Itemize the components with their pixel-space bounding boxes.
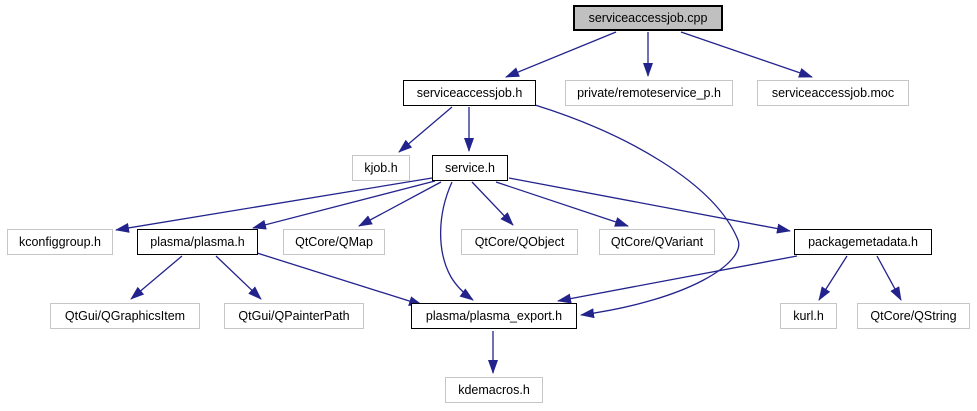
edge-serviceaccessjob-h-to-kjob-h (398, 106, 453, 153)
node-qtgui-qpainterpath: QtGui/QPainterPath (224, 303, 364, 329)
edge-packagemetadata-h-to-qtcore-qstring (876, 255, 902, 301)
node-plasma-plasma-h[interactable]: plasma/plasma.h (137, 229, 258, 255)
node-qtcore-qvariant: QtCore/QVariant (599, 229, 715, 255)
node-service-h[interactable]: service.h (432, 155, 508, 181)
edge-plasma-plasma-h-to-qtgui-qgraphicsitem (130, 255, 183, 300)
node-qtcore-qmap: QtCore/QMap (283, 229, 385, 255)
node-kjob-h: kjob.h (352, 155, 410, 181)
node-qtgui-qgraphicsitem: QtGui/QGraphicsItem (50, 303, 200, 329)
edge-serviceaccessjob-cpp-to-serviceaccessjob-moc (680, 31, 813, 78)
node-private-remoteservice-p-h: private/remoteservice_p.h (565, 80, 733, 106)
edge-plasma-plasma-h-to-plasma-plasma-export-h (256, 252, 423, 306)
node-serviceaccessjob-h[interactable]: serviceaccessjob.h (403, 80, 536, 106)
node-kurl-h: kurl.h (780, 303, 837, 329)
node-qtcore-qobject: QtCore/QObject (461, 229, 578, 255)
node-serviceaccessjob-moc: serviceaccessjob.moc (757, 80, 909, 106)
edge-packagemetadata-h-to-kurl-h (818, 255, 848, 301)
edge-service-h-to-qtcore-qmap (358, 181, 442, 227)
node-packagemetadata-h[interactable]: packagemetadata.h (794, 229, 932, 255)
edge-service-h-to-kconfiggroup-h (115, 177, 433, 233)
edge-service-h-to-qtcore-qobject (471, 181, 514, 226)
edge-service-h-to-plasma-plasma-export-h (440, 181, 474, 301)
edge-serviceaccessjob-cpp-to-serviceaccessjob-h (505, 31, 617, 78)
edge-serviceaccessjob-h-to-plasma-plasma-export-h (534, 104, 740, 319)
node-serviceaccessjob-cpp: serviceaccessjob.cpp (573, 5, 723, 31)
edge-service-h-to-plasma-plasma-h (252, 180, 436, 230)
node-kdemacros-h: kdemacros.h (445, 377, 543, 403)
edge-service-h-to-packagemetadata-h (508, 177, 791, 234)
node-kconfiggroup-h: kconfiggroup.h (7, 229, 113, 255)
edge-plasma-plasma-h-to-qtgui-qpainterpath (215, 255, 262, 300)
node-plasma-plasma-export-h[interactable]: plasma/plasma_export.h (411, 303, 577, 329)
edge-packagemetadata-h-to-plasma-plasma-export-h (557, 255, 798, 304)
node-qtcore-qstring: QtCore/QString (857, 303, 970, 329)
edge-service-h-to-qtcore-qvariant (495, 181, 629, 227)
